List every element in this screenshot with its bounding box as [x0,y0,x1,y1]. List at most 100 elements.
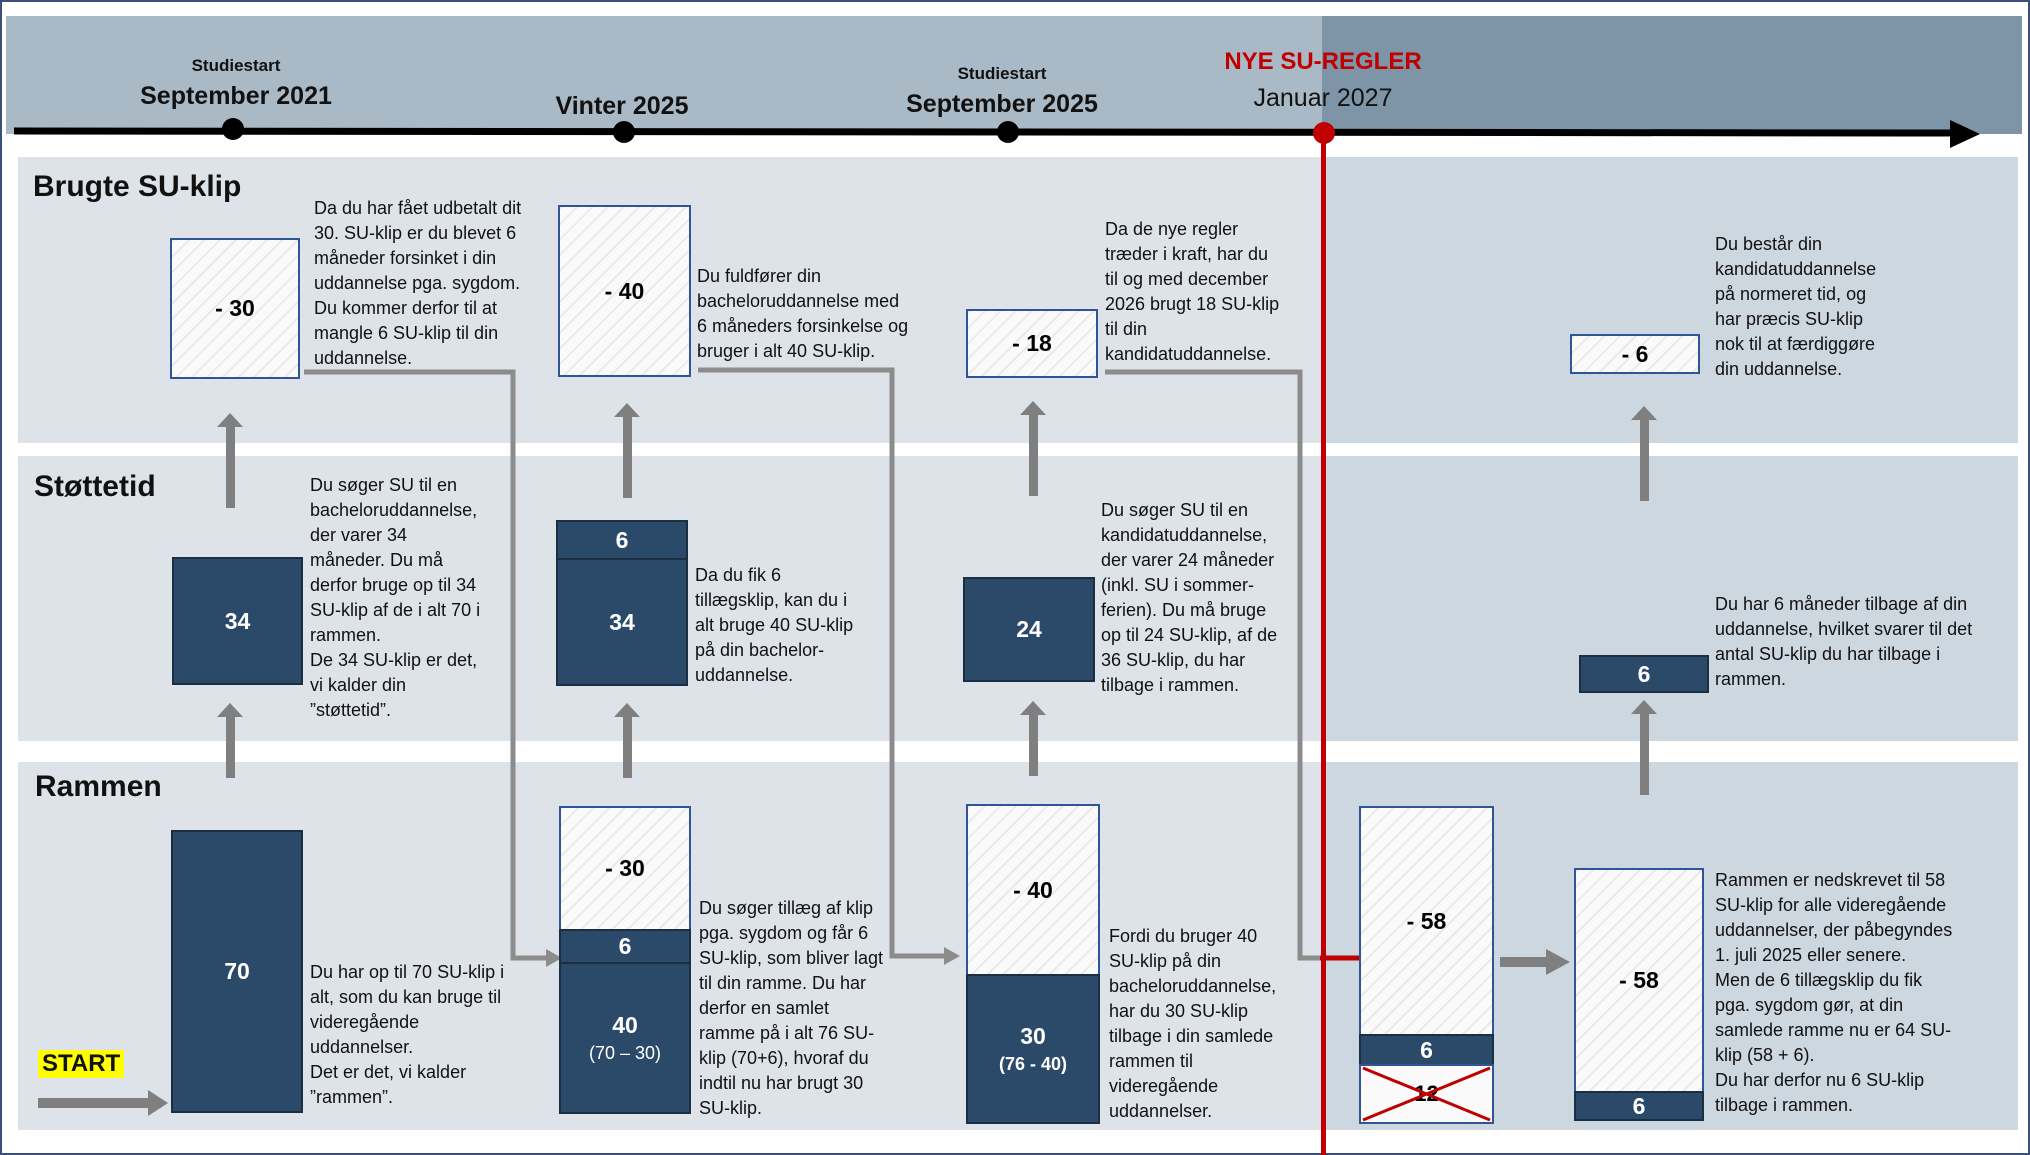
section-title-rammen: Rammen [35,770,162,803]
milestone-2-dot [613,121,635,143]
text-line: uddannelse, hvilket svarer til det [1715,619,1973,639]
text-line: kandidatuddannelse. [1105,344,1272,364]
new-rules-line [1321,134,1326,1155]
text-line: din uddannelse. [1715,359,1843,379]
text-line: SU-klip på din [1109,951,1222,971]
text-line: 30. SU-klip er du blevet 6 [314,223,517,243]
brugte-box-30: - 30 [170,238,300,379]
arrow-up [217,703,243,778]
text-line: Du består din [1715,234,1823,254]
rammen-used-value: - 58 [1406,907,1447,934]
text-line: De 34 SU-klip er det, [310,650,478,670]
text-line: Rammen er nedskrevet til 58 [1715,870,1946,890]
text-line: til din [1105,319,1148,339]
milestone-3-big: September 2025 [906,90,1098,118]
text-line: op til 24 SU-klip, af de [1101,625,1278,645]
stoettetid-box-24: 24 [963,577,1095,682]
text-line: tilbage i din samlede [1109,1026,1274,1046]
milestone-new-rules-date: Januar 2027 [1253,84,1393,112]
text-line: måneder forsinket i din [314,248,497,268]
rammen-box-70: 70 [171,830,303,1113]
text-line: uddannelser, der påbegyndes [1715,920,1953,940]
stoettetid-box-value: 34 [609,608,635,635]
rammen-rest-box-40: 40 (70 – 30) [559,962,691,1114]
text-line: træder i kraft, har du [1105,244,1269,264]
rammen-used-box-58: - 58 [1359,806,1494,1036]
text-line: derfor en samlet [699,998,830,1018]
text-line: (inkl. SU i sommer- [1101,575,1255,595]
start-label: START [38,1050,125,1078]
text-line: tilbage i rammen. [1715,1095,1854,1115]
text-line: til og med december [1105,269,1269,289]
arrow-up [614,403,640,498]
brugte-box-40: - 40 [558,205,691,377]
text-line: SU-klip, som bliver lagt [699,948,884,968]
brugte-box-6: - 6 [1570,334,1700,374]
text-line: har præcis SU-klip [1715,309,1864,329]
text-line: bruger i alt 40 SU-klip. [697,341,876,361]
text-line: uddannelse. [314,348,413,368]
text-line: uddannelser. [1109,1101,1213,1121]
stoettetid-box-34: 34 [172,557,303,685]
text-line: bacheloruddannelse, [310,500,478,520]
stoettetid-extra-value: 6 [615,526,629,553]
rammen-used-value: - 40 [1013,876,1053,903]
text-line: mangle 6 SU-klip til din [314,323,499,343]
text-line: Da de nye regler [1105,219,1239,239]
text-line: derfor bruge op til 34 [310,575,477,595]
text-line: alt, som du kan bruge til [310,987,502,1007]
rammen-extra-box-6: 6 [1359,1034,1494,1066]
text-line: SU-klip for alle videregående [1715,895,1947,915]
text-line: der varer 24 måneder [1101,550,1275,570]
text-line: Da du har fået udbetalt dit [314,198,522,218]
rammen-used-box-30: - 30 [559,806,691,931]
text-line: vi kalder din [310,675,407,695]
rammen-rest-value: 6 [1632,1092,1646,1119]
text-line: uddannelse pga. sygdom. [314,273,521,293]
text-line: har du 30 SU-klip [1109,1001,1249,1021]
timeline-band-new-rules [1322,16,2022,134]
stoettetid-box-value: 34 [224,607,251,634]
milestone-new-rules-label: NYE SU-REGLER [1224,48,1422,75]
text-brugte-3: Da de nye regler træder i kraft, har du ti… [1105,217,1305,367]
rammen-crossed-box-12: 12 [1359,1064,1494,1124]
text-line: 36 SU-klip, du har [1101,650,1246,670]
text-line: Du kommer derfor til at [314,298,498,318]
text-line: antal SU-klip du har tilbage i [1715,644,1941,664]
text-line: Da du fik 6 [695,565,782,585]
new-rules-dot [1313,122,1335,144]
stoettetid-box-6: 6 [1579,655,1709,693]
text-line: rammen. [1715,669,1787,689]
stoettetid-box-value: 24 [1016,616,1042,642]
stoettetid-box-value: 6 [1637,660,1651,687]
text-line: indtil nu har brugt 30 [699,1073,864,1093]
text-line: klip (58 + 6). [1715,1045,1815,1065]
rammen-used-box-40: - 40 [966,804,1100,976]
text-line: kandidatuddannelse [1715,259,1877,279]
text-rammen-5: Rammen er nedskrevet til 58 SU-klip for a… [1715,868,1985,1118]
milestone-2-big: Vinter 2025 [555,92,689,120]
arrow-up [614,703,640,778]
rammen-used-value: - 30 [605,855,645,881]
text-line: SU-klip af de i alt 70 i [310,600,481,620]
text-line: rammen. [310,625,382,645]
text-line: Fordi du bruger 40 [1109,926,1258,946]
section-title-brugte: Brugte SU-klip [33,170,242,203]
text-line: rammen til [1109,1051,1194,1071]
rammen-rest-box-6: 6 [1574,1091,1704,1121]
text-line: SU-klip. [699,1098,763,1118]
text-line: Du søger tillæg af klip [699,898,874,918]
text-line: videregående [1109,1076,1219,1096]
text-line: ”støttetid”. [310,700,392,720]
milestone-1-dot [222,118,244,140]
